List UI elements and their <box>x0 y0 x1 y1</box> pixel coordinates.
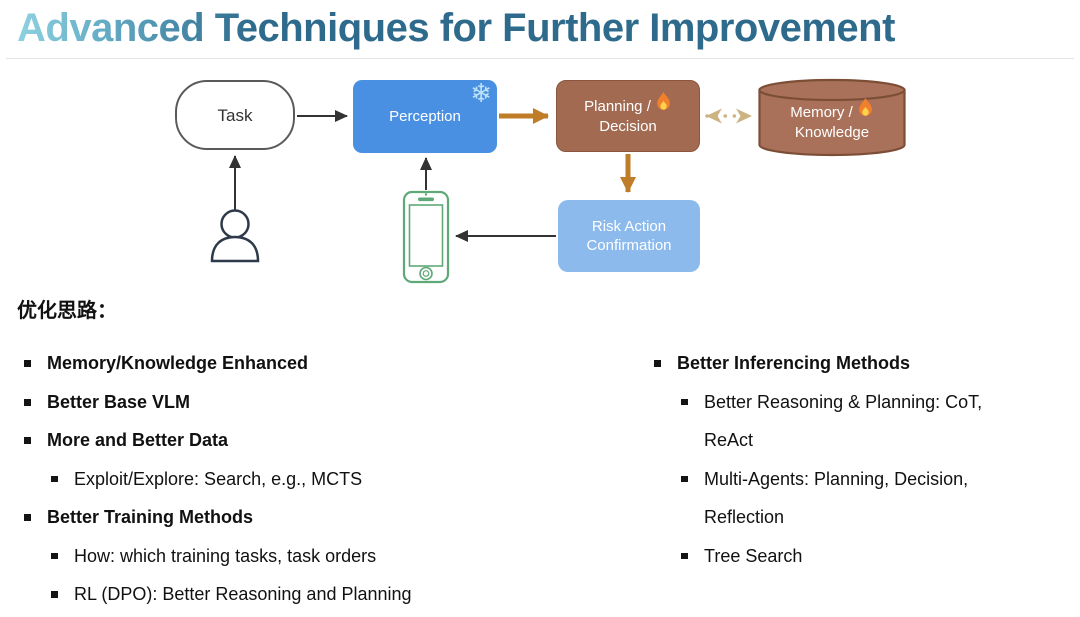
list-item: Exploit/Explore: Search, e.g., MCTS <box>49 460 602 499</box>
page-title: Advanced Techniques for Further Improvem… <box>17 6 895 50</box>
risk-action-confirmation-node: Risk Action Confirmation <box>558 200 700 272</box>
list-item: Memory/Knowledge Enhanced <box>22 344 602 383</box>
title-divider <box>6 58 1074 59</box>
planning-decision-node: Planning / Decision <box>556 80 700 152</box>
list-item: Better Inferencing Methods <box>652 344 1032 383</box>
perception-label: Perception <box>389 108 461 125</box>
list-item: More and Better Data <box>22 421 602 460</box>
section-heading: 优化思路： <box>17 300 117 322</box>
snowflake-icon <box>470 78 492 108</box>
fire-icon <box>858 98 872 116</box>
memory-label-line1: Memory / <box>790 104 853 121</box>
diagram-connectors <box>210 108 753 284</box>
list-item: Better Base VLM <box>22 383 602 422</box>
planning-label-line2: Decision <box>599 118 657 135</box>
agent-architecture-diagram: Task Perception Planning / Decision <box>0 60 1080 295</box>
list-item: RL (DPO): Better Reasoning and Planning <box>49 575 602 614</box>
list-item: Tree Search <box>679 537 1032 576</box>
memory-knowledge-node: Memory / Knowledge <box>757 78 907 158</box>
right-bullet-column: Better Inferencing Methods Better Reason… <box>652 344 1032 575</box>
risk-label-line1: Risk Action <box>591 218 667 235</box>
perception-node: Perception <box>353 80 497 153</box>
risk-label-line2: Confirmation <box>586 237 672 254</box>
fire-icon <box>657 92 670 110</box>
left-bullet-column: Memory/Knowledge Enhanced Better Base VL… <box>22 344 602 614</box>
list-item: Better Reasoning & Planning: CoT, ReAct <box>679 383 1032 460</box>
planning-label-line1: Planning / <box>584 98 651 115</box>
list-item: How: which training tasks, task orders <box>49 537 602 576</box>
memory-label-line2: Knowledge <box>794 124 870 141</box>
list-item: Multi-Agents: Planning, Decision, Reflec… <box>679 460 1032 537</box>
user-icon <box>210 209 260 263</box>
list-item: Better Training Methods <box>22 498 602 537</box>
task-node: Task <box>175 80 295 150</box>
smartphone-icon <box>402 190 450 284</box>
task-label: Task <box>217 105 253 125</box>
